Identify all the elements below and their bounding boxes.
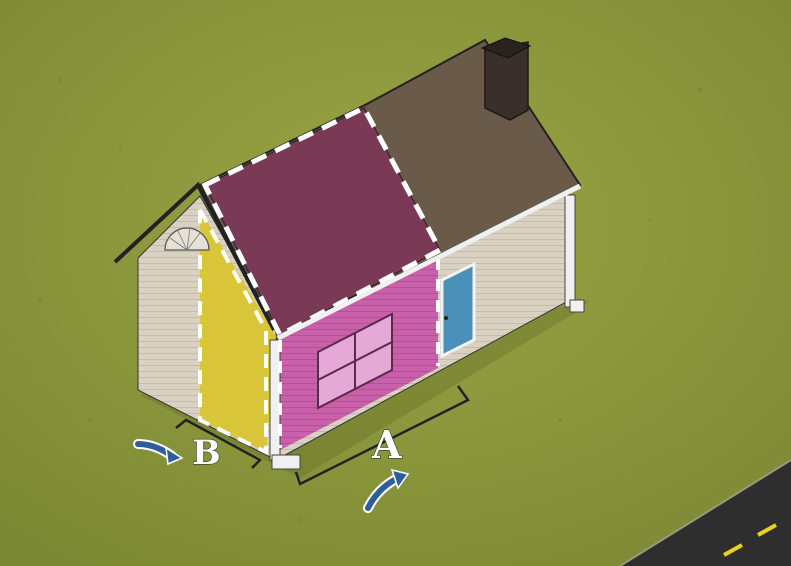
downspout-left-foot — [272, 455, 300, 469]
downspout-left — [270, 340, 280, 460]
front-door — [442, 264, 474, 356]
downspout-right — [570, 300, 584, 312]
corner-post — [565, 195, 575, 307]
label-b: B — [192, 433, 221, 473]
door-knob — [444, 316, 448, 320]
label-a: A — [371, 422, 402, 467]
